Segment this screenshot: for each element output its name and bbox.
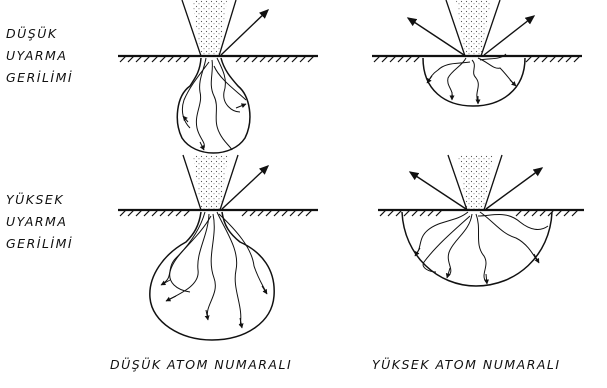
row-label-low-voltage-line-1: DÜŞÜK [6,28,58,41]
electron-beam [456,0,491,56]
row-label-high-voltage-line-2: UYARMA [6,216,67,229]
trajectory-endpoints [415,248,539,284]
backscatter-arrow-left [410,172,466,209]
backscatter-arrow-right [484,16,534,55]
row-label-high-voltage-line-1: YÜKSEK [6,194,64,207]
backscatter-arrow [221,10,268,55]
interaction-volume [177,58,250,153]
electron-beam [458,155,493,210]
row-label-high-voltage-line-3: GERİLİMİ [6,238,73,251]
panel-low-voltage-low-z [118,0,318,153]
backscatter-arrow [222,166,268,209]
panel-high-voltage-low-z [118,155,318,340]
trajectory-endpoints [427,76,516,104]
electron-trajectories [428,54,514,102]
row-label-low-voltage-line-3: GERİLİMİ [6,72,73,85]
electron-trajectories [162,212,266,326]
panel-low-voltage-high-z [372,0,582,106]
column-label-high-atomic-number: YÜKSEK ATOM NUMARALI [372,359,561,372]
column-label-low-atomic-number: DÜŞÜK ATOM NUMARALI [110,359,292,372]
panel-high-voltage-high-z [378,155,584,286]
backscatter-arrow-left [408,18,464,55]
electron-trajectories [416,212,548,282]
backscatter-arrow-right [486,168,542,209]
trajectory-endpoints [183,104,246,150]
row-label-low-voltage-line-2: UYARMA [6,50,67,63]
electron-trajectories [182,58,246,150]
